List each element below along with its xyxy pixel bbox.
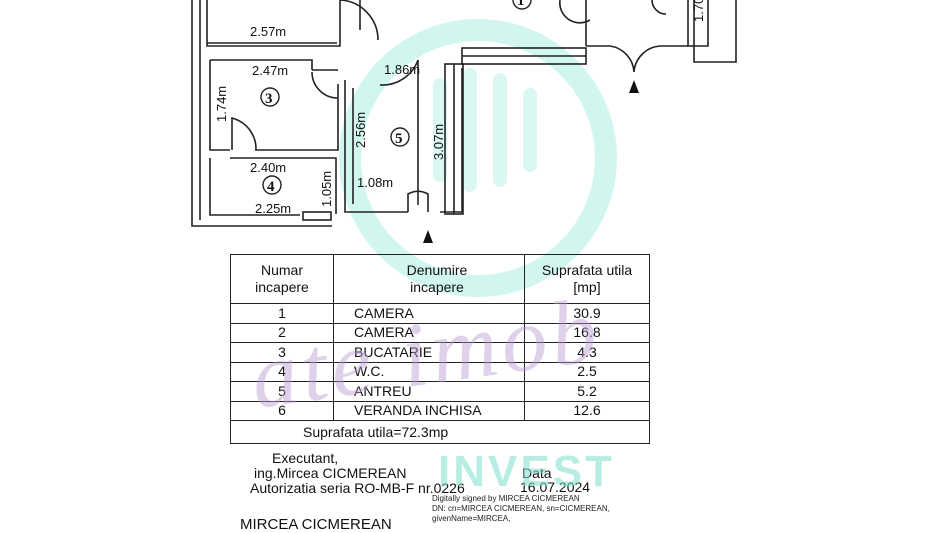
dim-label: 2.25m	[255, 201, 291, 216]
dim-label: 1.08m	[357, 175, 393, 190]
authorization-number: Autorizatia seria RO-MB-F nr.0226	[250, 480, 465, 496]
floor-plan: 2.57m 2.47m 1.86m 1.74m 2.56m 3.07m 2.40…	[191, 0, 737, 243]
dim-label: 1.70m	[691, 0, 706, 22]
entrance-arrow	[629, 80, 639, 93]
room-name-cell: BUCATARIE	[333, 342, 525, 363]
room-marker-5: 5	[390, 127, 410, 147]
header-room-number: Numar incapere	[230, 254, 334, 304]
room-area-cell: 12.6	[524, 400, 650, 421]
table-header-row: Numar incapere Denumire incapere Suprafa…	[230, 254, 650, 304]
svg-text:3: 3	[265, 91, 273, 107]
header-area: Suprafata utila [mp]	[524, 254, 650, 304]
watermark-brand: INVEST	[438, 447, 615, 496]
dim-label: 2.40m	[250, 160, 286, 175]
dim-label: 2.47m	[252, 63, 288, 78]
total-area: Suprafata utila=72.3mp	[230, 420, 650, 444]
dim-label: 1.86m	[384, 62, 420, 77]
signer-name: MIRCEA CICMEREAN	[240, 516, 392, 533]
date-value: 16.07.2024	[520, 479, 591, 495]
room-marker-4: 4	[262, 175, 282, 195]
room-area-cell: 30.9	[524, 303, 650, 324]
room-area-cell: 2.5	[524, 361, 650, 382]
digital-signature-line: Digitally signed by MIRCEA CICMEREAN	[432, 494, 580, 503]
dim-label: 1.74m	[214, 86, 229, 122]
total-row: Suprafata utila=72.3mp	[230, 420, 650, 444]
svg-text:4: 4	[267, 179, 275, 195]
dim-label: 3.07m	[431, 124, 446, 160]
room-marker-3: 3	[260, 87, 280, 107]
executant-label: Executant,	[272, 450, 339, 466]
svg-text:5: 5	[395, 131, 403, 147]
dim-label: 1.05m	[319, 171, 334, 207]
entrance-arrow	[423, 230, 433, 243]
room-area-table: Numar incapere Denumire incapere Suprafa…	[230, 254, 650, 444]
svg-text:1: 1	[517, 0, 525, 9]
digital-signature-line: givenName=MIRCEA,	[432, 514, 511, 523]
engineer-name: ing.Mircea CICMEREAN	[254, 465, 407, 481]
dim-label: 2.56m	[353, 112, 368, 148]
dim-label: 2.57m	[250, 24, 286, 39]
digital-signature-line: DN: cn=MIRCEA CICMEREAN, sn=CICMEREAN,	[432, 504, 610, 513]
header-room-name: Denumire incapere	[333, 254, 525, 304]
room-marker-1: 1	[512, 0, 532, 10]
date-label: Data	[522, 465, 552, 481]
